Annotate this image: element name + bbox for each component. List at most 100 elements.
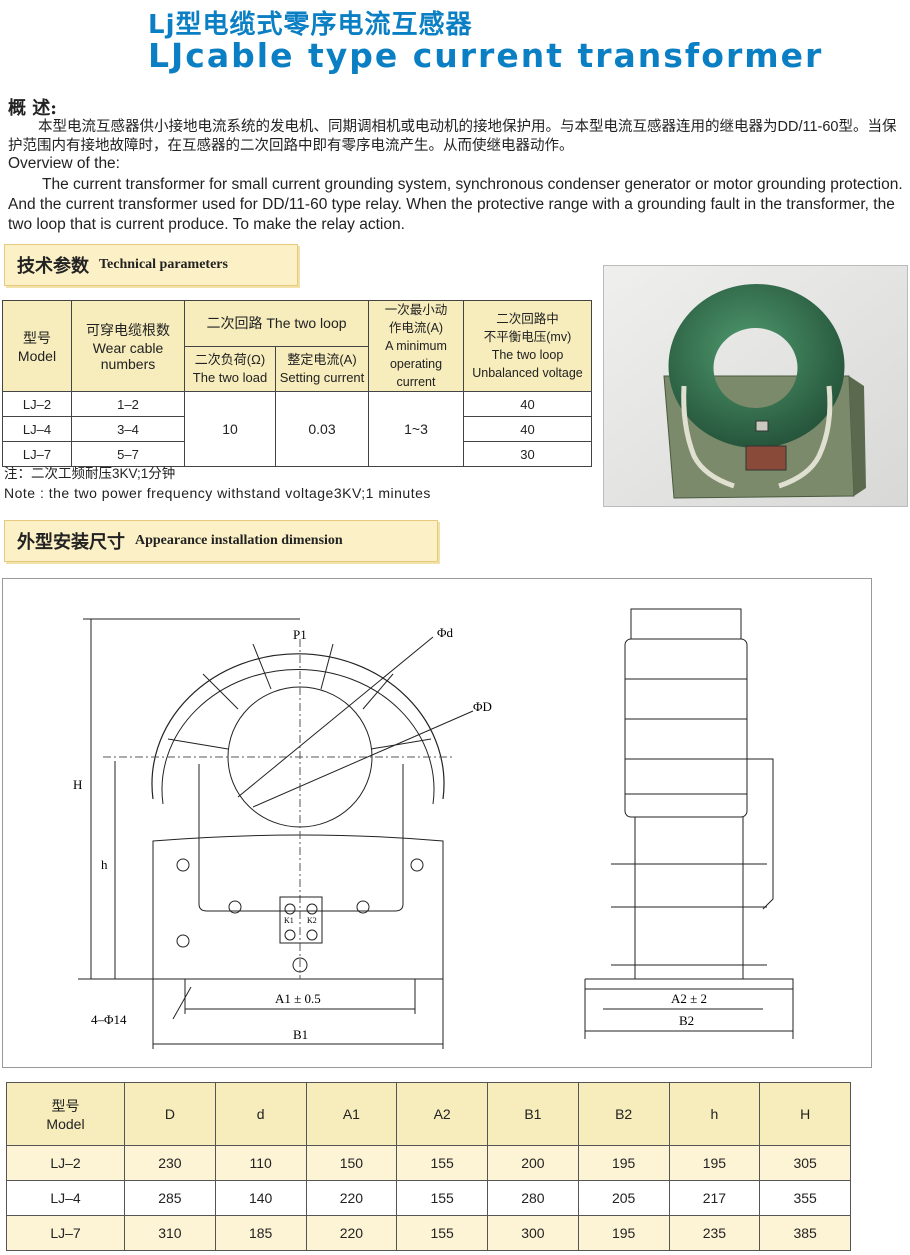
- cell-value: 155: [396, 1145, 488, 1181]
- th-col: B1: [487, 1082, 579, 1146]
- dimension-table-header: 型号 Model D d A1 A2 B1 B2 h H: [6, 1082, 851, 1146]
- table-row: LJ–2 230 110 150 155 200 195 195 305: [6, 1145, 851, 1181]
- cell-value: 155: [396, 1215, 488, 1251]
- cell-value: 150: [305, 1145, 398, 1181]
- cell-unbalanced: 40: [463, 416, 592, 442]
- label-b2: B2: [679, 1013, 694, 1028]
- technical-parameters-table: 型号 Model 可穿电缆根数 Wear cable numbers 二次回路 …: [2, 300, 592, 467]
- cell-value: 140: [214, 1180, 307, 1216]
- label-H: H: [73, 777, 82, 792]
- overview-heading: 概 述:: [8, 98, 57, 119]
- th-min-cn2: 作电流(A): [388, 321, 444, 335]
- cell-value: 280: [487, 1180, 579, 1216]
- cell-model: LJ–4: [6, 1180, 125, 1216]
- th-model-en: Model: [17, 348, 57, 364]
- table-row: LJ–7 310 185 220 155 300 195 235 385: [6, 1215, 851, 1251]
- cell-model: LJ–7: [6, 1215, 125, 1251]
- th-setting-en: Setting current: [279, 369, 365, 385]
- th-col: d: [214, 1082, 307, 1146]
- cell-setting: 0.03: [275, 391, 369, 467]
- label-p1: P1: [293, 627, 307, 642]
- section-title-en: Appearance installation dimension: [135, 533, 343, 548]
- overview-text-cn-span: 本型电流互感器供小接地电流系统的发电机、同期调相机或电动机的接地保护用。与本型电…: [8, 119, 897, 154]
- th-col: A1: [305, 1082, 398, 1146]
- th-unbalanced: 二次回路中 不平衡电压(mv) The two loop Unbalanced …: [463, 300, 592, 392]
- cell-value: 185: [214, 1215, 307, 1251]
- cell-model: LJ–2: [6, 1145, 125, 1181]
- dimension-drawing-svg: P1 Φd ΦD H h K1 K2 A1 ± 0.5 B1 4–Φ14 A2 …: [73, 608, 794, 1049]
- th-unb-cn2: 不平衡电压(mv): [483, 330, 572, 344]
- label-a2: A2 ± 2: [671, 991, 707, 1006]
- label-h: h: [101, 857, 108, 872]
- label-phi-D: ΦD: [473, 699, 492, 714]
- th-unb-en2: Unbalanced voltage: [472, 366, 583, 380]
- th-cables-cn: 可穿电缆根数: [86, 322, 170, 338]
- th-model: 型号 Model: [2, 300, 72, 392]
- overview-text-en: The current transformer for small curren…: [8, 175, 906, 235]
- th-cables-en: Wear cable numbers: [92, 340, 164, 372]
- th-load-en: The two load: [192, 369, 268, 385]
- section-title-cn: 技术参数: [17, 256, 89, 277]
- cell-value: 217: [668, 1180, 761, 1216]
- dimension-table: 型号 Model D d A1 A2 B1 B2 h H LJ–2 230 11…: [6, 1082, 851, 1251]
- label-holes: 4–Φ14: [91, 1012, 127, 1027]
- cell-unbalanced: 30: [463, 441, 592, 467]
- cell-value: 220: [305, 1180, 398, 1216]
- th-load: 二次负荷(Ω) The two load: [184, 345, 276, 392]
- table-row: LJ–2 1–2 10 0.03 1~3 40: [2, 391, 592, 467]
- cell-model: LJ–7: [2, 441, 72, 467]
- note-en: Note : the two power frequency withstand…: [4, 485, 431, 501]
- th-load-cn: 二次负荷(Ω): [194, 351, 266, 367]
- th-col: H: [759, 1082, 851, 1146]
- cell-value: 355: [759, 1180, 851, 1216]
- cell-cables: 3–4: [71, 416, 185, 442]
- cell-value: 195: [668, 1145, 761, 1181]
- label-a1: A1 ± 0.5: [275, 991, 321, 1006]
- th-min-cn1: 一次最小动: [384, 303, 448, 317]
- th-col: B2: [577, 1082, 670, 1146]
- th-col: A2: [396, 1082, 488, 1146]
- page-title-cn: Lj型电缆式零序电流互感器: [148, 10, 473, 40]
- th-cables: 可穿电缆根数 Wear cable numbers: [71, 300, 185, 392]
- cell-cables: 1–2: [71, 391, 185, 417]
- cell-value: 205: [577, 1180, 670, 1216]
- cell-value: 195: [577, 1145, 670, 1181]
- cell-value: 155: [396, 1180, 488, 1216]
- th-col: D: [124, 1082, 216, 1146]
- th-model-cn: 型号: [23, 330, 51, 346]
- section-title-cn: 外型安装尺寸: [17, 532, 125, 553]
- cell-value: 200: [487, 1145, 579, 1181]
- product-photo-illustration: [604, 266, 907, 506]
- th-two-loop: 二次回路 The two loop: [184, 300, 369, 347]
- overview-text-en-span: The current transformer for small curren…: [8, 176, 903, 233]
- cell-model: LJ–2: [2, 391, 72, 417]
- label-k2: K2: [307, 916, 317, 925]
- th-model: 型号 Model: [6, 1082, 125, 1146]
- page-title-en: LJcable type current transformer: [148, 36, 824, 75]
- section-title-en: Technical parameters: [99, 257, 228, 272]
- cell-load: 10: [184, 391, 276, 467]
- overview-text-cn: 本型电流互感器供小接地电流系统的发电机、同期调相机或电动机的接地保护用。与本型电…: [8, 118, 906, 156]
- cell-value: 235: [668, 1215, 761, 1251]
- label-phi-d: Φd: [437, 625, 454, 640]
- product-photo: [603, 265, 908, 507]
- installation-dimension-section: 外型安装尺寸 Appearance installation dimension: [4, 520, 438, 562]
- th-unb-en1: The two loop: [491, 348, 564, 362]
- dimension-drawing: P1 Φd ΦD H h K1 K2 A1 ± 0.5 B1 4–Φ14 A2 …: [2, 578, 872, 1068]
- th-min-en1: A minimum: [385, 339, 447, 353]
- label-b1: B1: [293, 1027, 308, 1042]
- th-min-en2: operating current: [389, 357, 443, 389]
- cell-value: 385: [759, 1215, 851, 1251]
- table-row: LJ–4 285 140 220 155 280 205 217 355: [6, 1180, 851, 1216]
- cell-value: 305: [759, 1145, 851, 1181]
- cell-value: 300: [487, 1215, 579, 1251]
- th-min-current: 一次最小动 作电流(A) A minimum operating current: [368, 300, 464, 392]
- cell-value: 220: [305, 1215, 398, 1251]
- technical-parameters-section: 技术参数 Technical parameters: [4, 244, 298, 286]
- th-setting-cn: 整定电流(A): [287, 351, 357, 367]
- cell-value: 285: [124, 1180, 216, 1216]
- cell-value: 110: [214, 1145, 307, 1181]
- cell-value: 230: [124, 1145, 216, 1181]
- overview-heading-en: Overview of the:: [8, 155, 120, 172]
- th-model-cn: 型号: [51, 1098, 80, 1114]
